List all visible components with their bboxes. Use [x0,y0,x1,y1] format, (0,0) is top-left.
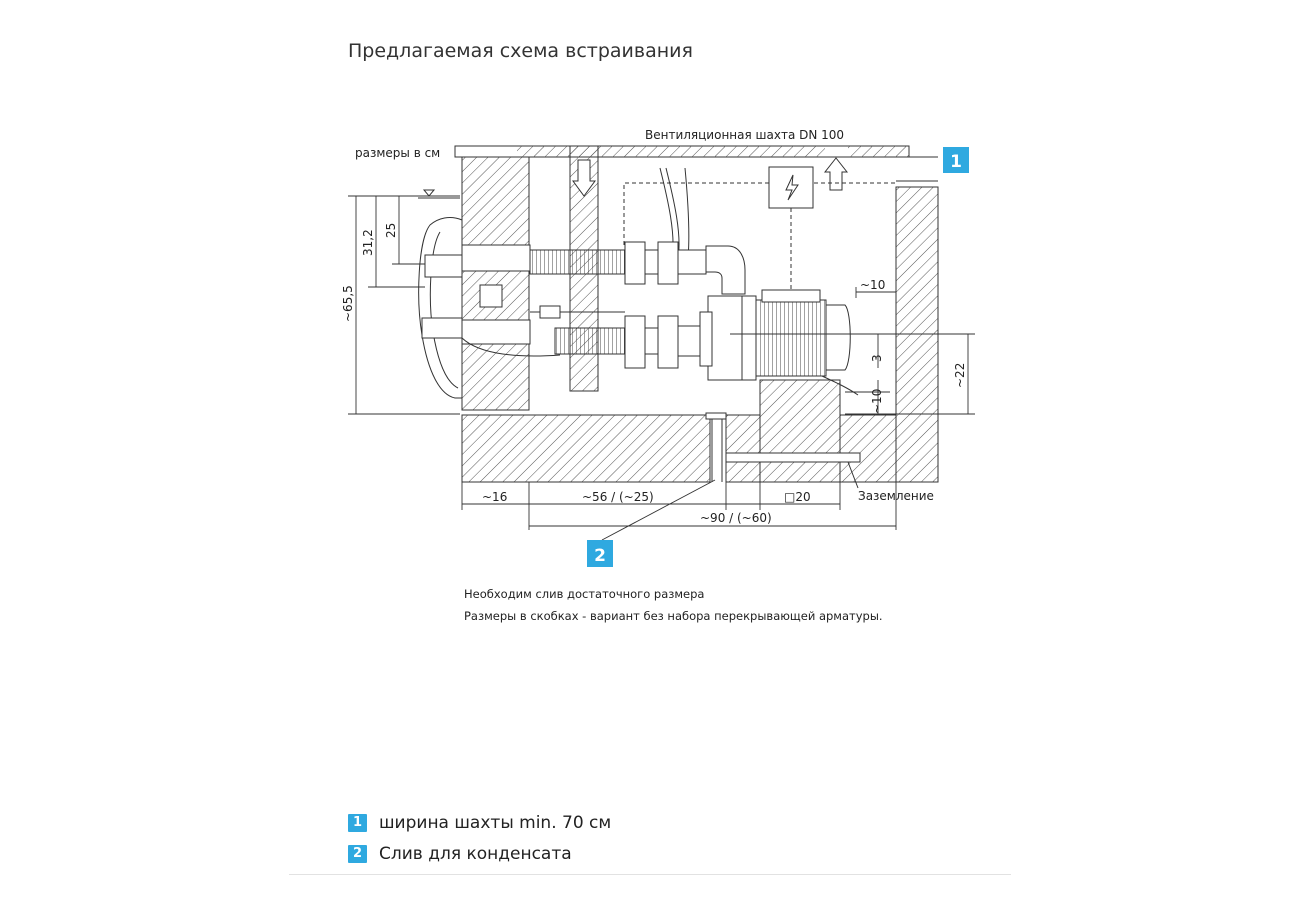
bottom-divider [289,874,1011,875]
right-wall [895,180,939,483]
dim-65-5: ~65,5 [341,285,355,322]
grounding-leader [847,461,859,489]
electric-cable-dashed [623,182,896,245]
dim-22: ~22 [953,363,967,388]
page-title: Предлагаемая схема встраивания [348,40,693,62]
legend-badge-1: 1 [348,814,367,832]
dim-10-top: ~10 [860,278,885,292]
grounding-label: Заземление [858,489,934,503]
callout-2: 2 [587,540,613,567]
dim-56: ~56 / (~25) [582,490,654,504]
dim-16: ~16 [482,490,507,504]
legend-item-2: 2 Слив для конденсата [348,844,572,864]
units-label: размеры в см [355,146,440,160]
callout-1: 1 [943,147,969,173]
note-drain: Необходим слив достаточного размера [464,587,705,601]
upper-hose [529,241,746,295]
pump-unit [699,289,859,396]
exhaust-arrow-icon [823,157,849,191]
dim-3: 3 [870,354,884,362]
dim-90: ~90 / (~60) [700,511,772,525]
callout-1-label: 1 [950,152,962,172]
callout-2-label: 2 [594,546,606,566]
dim-31-2: 31,2 [361,229,375,256]
dim-20: □20 [784,490,811,504]
dim-25: 25 [384,223,398,238]
water-level-icon [418,189,460,199]
ceiling-slab [454,145,938,158]
vent-shaft-label: Вентиляционная шахта DN 100 [645,128,844,142]
legend-item-1: 1 ширина шахты min. 70 см [348,813,611,833]
note-brackets: Размеры в скобках - вариант без набора п… [464,609,883,623]
legend-text-2: Слив для конденсата [379,844,572,864]
legend-badge-2: 2 [348,845,367,863]
electrical-box [768,166,814,290]
lightning-icon [785,174,799,201]
legend-text-1: ширина шахты min. 70 см [379,813,612,833]
left-wall [461,156,530,411]
condensate-drain [705,412,861,482]
floor-slab [461,379,897,483]
dim-10-right: ~10 [870,389,884,414]
lower-hose [461,305,711,369]
jet-unit [418,217,531,399]
dimension-lines [348,195,975,541]
